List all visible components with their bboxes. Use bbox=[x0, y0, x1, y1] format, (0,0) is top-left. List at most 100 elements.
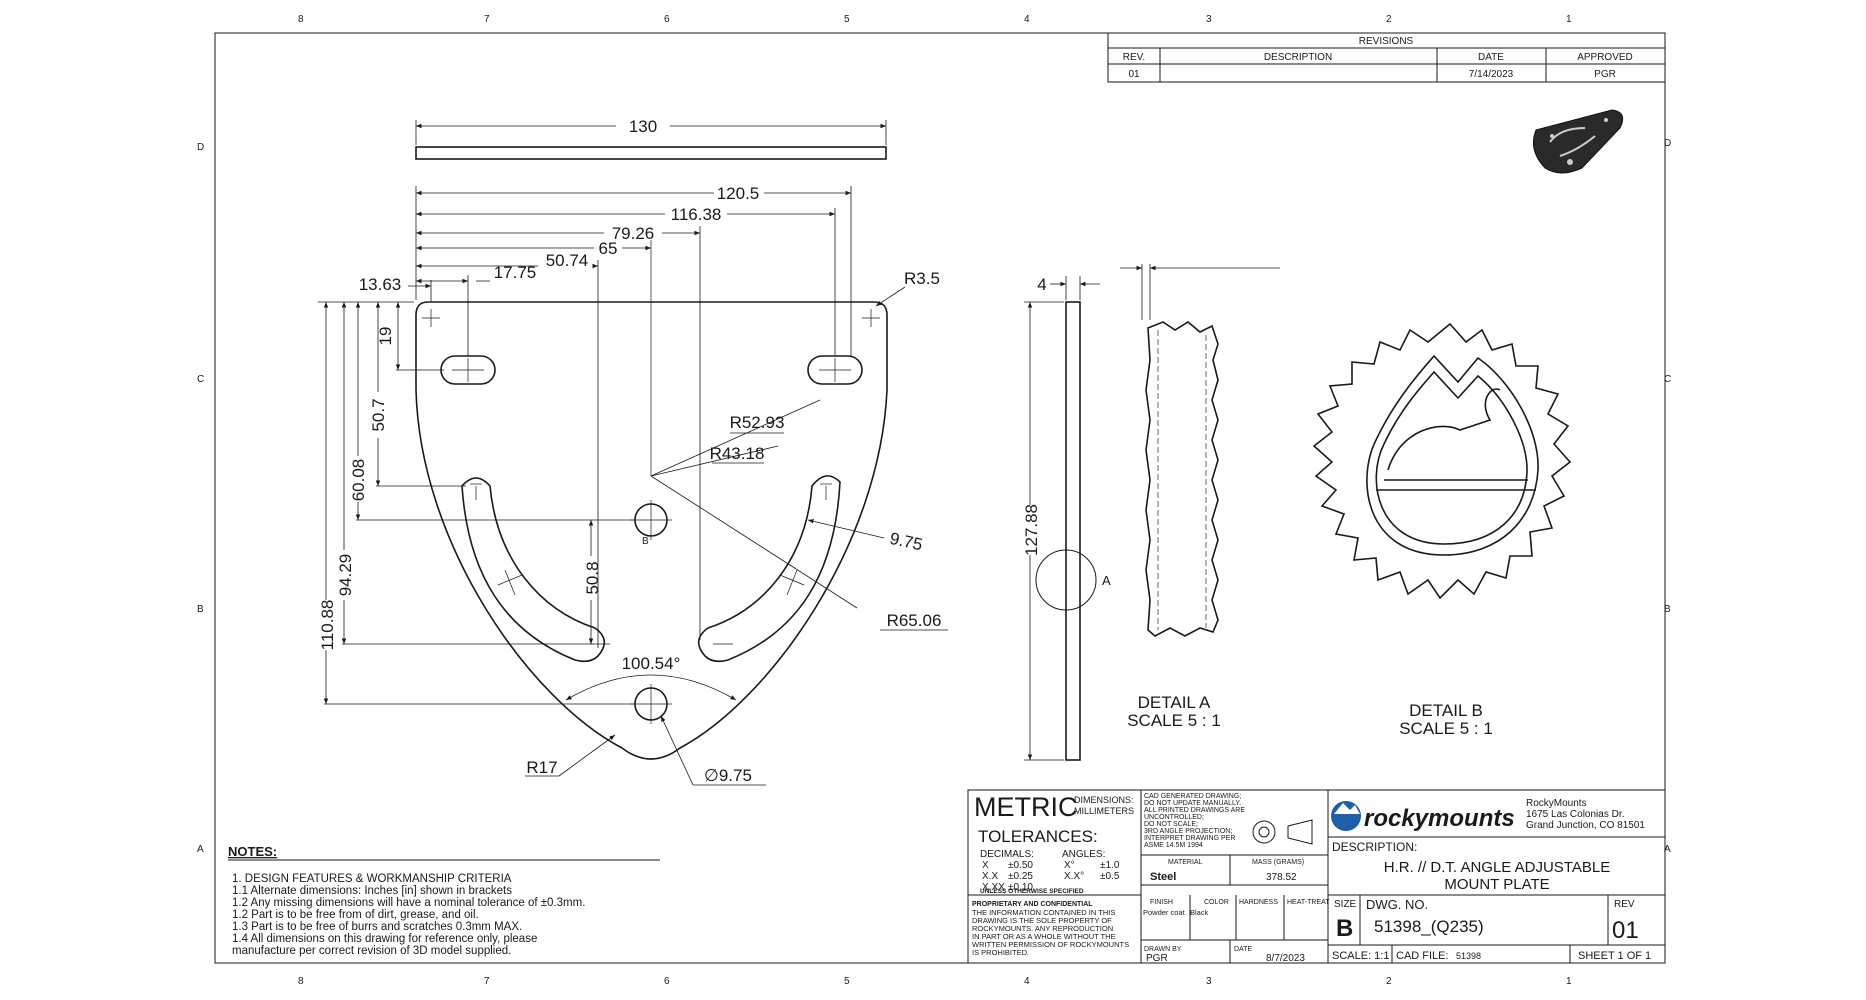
left-arc-slot bbox=[461, 477, 606, 663]
revisions-table: REVISIONS REV. DESCRIPTION DATE APPROVED… bbox=[1107, 32, 1666, 83]
dim-94-29: 94.29 bbox=[336, 554, 355, 597]
company-logo-text: rockymounts bbox=[1364, 805, 1515, 832]
cad-file-value: 51398 bbox=[1456, 951, 1481, 961]
finish-label: FINISH bbox=[1150, 899, 1173, 906]
dim-angle: 100.54° bbox=[622, 654, 681, 673]
date-label: DATE bbox=[1234, 946, 1252, 953]
zone-col-8-bottom: 8 bbox=[298, 976, 304, 987]
detail-b: DETAIL B SCALE 5 : 1 bbox=[1312, 322, 1572, 738]
metric-label: METRIC bbox=[974, 792, 1078, 822]
size-value: B bbox=[1336, 915, 1353, 942]
dimensions-label: DIMENSIONS: bbox=[1074, 795, 1134, 805]
zone-col-5-bottom: 5 bbox=[844, 976, 850, 987]
cad-note-2: DO NOT UPDATE MANUALLY. bbox=[1144, 800, 1241, 807]
zone-row-c: C bbox=[197, 374, 204, 385]
color-label: COLOR bbox=[1204, 899, 1229, 906]
zone-row-b-right: B bbox=[1664, 604, 1671, 615]
zone-col-4-bottom: 4 bbox=[1024, 976, 1030, 987]
top-edge-view: 130 bbox=[415, 117, 887, 160]
heat-treat-label: HEAT-TREAT bbox=[1287, 899, 1330, 906]
revisions-title: REVISIONS bbox=[1359, 36, 1414, 47]
dim-r17: R17 bbox=[526, 758, 557, 777]
rev-header-approved: APPROVED bbox=[1577, 52, 1633, 63]
tol-xxdeg-value: ±0.5 bbox=[1100, 871, 1120, 882]
dim-110-88: 110.88 bbox=[318, 600, 337, 651]
sheet-value: SHEET 1 OF 1 bbox=[1578, 950, 1651, 962]
cad-note-7: INTERPRET DRAWING PER bbox=[1144, 835, 1235, 842]
note-line-2: 1.1 Alternate dimensions: Inches [in] sh… bbox=[232, 885, 512, 897]
right-arc-slot bbox=[697, 475, 841, 663]
drawn-by-label: DRAWN BY bbox=[1144, 946, 1182, 953]
rev-header-date: DATE bbox=[1478, 52, 1504, 63]
tol-xxx-value: ±0.10 bbox=[1008, 882, 1033, 893]
rev-header-rev: REV. bbox=[1123, 52, 1145, 63]
cad-file-label: CAD FILE: bbox=[1396, 950, 1449, 962]
zone-col-3-bottom: 3 bbox=[1206, 976, 1212, 987]
detail-a-callout: A bbox=[1102, 573, 1111, 588]
date-value: 8/7/2023 bbox=[1266, 953, 1305, 964]
zone-col-1: 1 bbox=[1566, 14, 1572, 25]
unless-specified: UNLESS OTHERWISE SPECIFIED bbox=[980, 888, 1084, 895]
dim-17-75: 17.75 bbox=[494, 263, 537, 282]
tol-xdeg: X° bbox=[1064, 860, 1075, 871]
dim-50-74: 50.74 bbox=[546, 251, 589, 270]
zone-row-a: A bbox=[197, 844, 204, 855]
dim-height: 127.88 bbox=[1022, 504, 1041, 556]
side-view: 4 127.88 A bbox=[1022, 275, 1111, 761]
horizontal-dimensions: 120.5 116.38 79.26 65 50.74 17.75 13.63 … bbox=[359, 184, 940, 648]
zone-col-4: 4 bbox=[1024, 14, 1030, 25]
tol-xxx: X.XX bbox=[982, 882, 1005, 893]
plate-front-view: B bbox=[415, 240, 888, 760]
detail-b-title: DETAIL B bbox=[1409, 701, 1483, 720]
dim-116-38: 116.38 bbox=[671, 205, 722, 224]
company-address-2: Grand Junction, CO 81501 bbox=[1526, 820, 1645, 831]
note-line-7: manufacture per correct revision of 3D m… bbox=[232, 945, 511, 957]
hardness-label: HARDNESS bbox=[1239, 899, 1278, 906]
dim-r43-18: R43.18 bbox=[710, 444, 765, 463]
zone-col-3: 3 bbox=[1206, 14, 1212, 25]
note-line-1: 1. DESIGN FEATURES & WORKMANSHIP CRITERI… bbox=[232, 873, 512, 885]
dim-50-8: 50.8 bbox=[583, 561, 602, 594]
dim-13-63: 13.63 bbox=[359, 275, 402, 294]
vertical-dimensions: 19 50.7 60.08 94.29 110.88 50.8 bbox=[318, 301, 634, 705]
description-line-2: MOUNT PLATE bbox=[1444, 876, 1549, 893]
dim-r65-06: R65.06 bbox=[887, 611, 942, 630]
note-line-5: 1.3 Part is to be free of burrs and scra… bbox=[232, 921, 522, 933]
tol-xx-value: ±0.25 bbox=[1008, 871, 1033, 882]
zone-col-1-bottom: 1 bbox=[1566, 976, 1572, 987]
rev-label: REV bbox=[1614, 899, 1635, 910]
cad-note-3: ALL PRINTED DRAWINGS ARE bbox=[1144, 807, 1245, 814]
dim-120-5: 120.5 bbox=[717, 184, 760, 203]
mass-label: MASS (GRAMS) bbox=[1252, 859, 1304, 866]
drawn-by-value: PGR bbox=[1146, 953, 1168, 964]
detail-b-callout: B bbox=[642, 536, 649, 547]
cad-note-1: CAD GENERATED DRAWING; bbox=[1144, 793, 1241, 800]
notes-heading: NOTES: bbox=[228, 844, 277, 859]
rockymounts-logo-icon bbox=[1331, 801, 1361, 831]
proprietary-line-6: IS PROHIBITED. bbox=[972, 948, 1029, 957]
zone-col-8: 8 bbox=[298, 14, 304, 25]
rev-row-date: 7/14/2023 bbox=[1469, 69, 1514, 80]
detail-a-scale: SCALE 5 : 1 bbox=[1127, 711, 1221, 730]
tol-xdeg-value: ±1.0 bbox=[1100, 860, 1120, 871]
dim-thickness: 4 bbox=[1037, 275, 1046, 294]
dim-60-08: 60.08 bbox=[349, 459, 368, 502]
rev-row-rev: 01 bbox=[1128, 69, 1140, 80]
tol-x-value: ±0.50 bbox=[1008, 860, 1033, 871]
dim-overall-width: 130 bbox=[629, 117, 657, 136]
size-label: SIZE bbox=[1334, 899, 1357, 910]
tolerances-label: TOLERANCES: bbox=[978, 827, 1098, 846]
rev-header-description: DESCRIPTION bbox=[1264, 52, 1332, 63]
tol-xxdeg: X.X° bbox=[1064, 871, 1084, 882]
color-value: Black bbox=[1190, 908, 1209, 917]
cad-note-6: 3RD ANGLE PROJECTION; bbox=[1144, 828, 1232, 835]
cad-note-5: DO NOT SCALE; bbox=[1144, 821, 1198, 828]
mass-value: 378.52 bbox=[1266, 872, 1297, 883]
zone-col-7: 7 bbox=[484, 14, 490, 25]
isometric-thumbnail bbox=[1533, 109, 1624, 174]
proprietary-line-5: WRITTEN PERMISSION OF ROCKYMOUNTS bbox=[972, 940, 1129, 949]
detail-a-title: DETAIL A bbox=[1138, 693, 1211, 712]
material-label: MATERIAL bbox=[1168, 859, 1203, 866]
company-address-1: 1675 Las Colonias Dr. bbox=[1526, 809, 1624, 820]
